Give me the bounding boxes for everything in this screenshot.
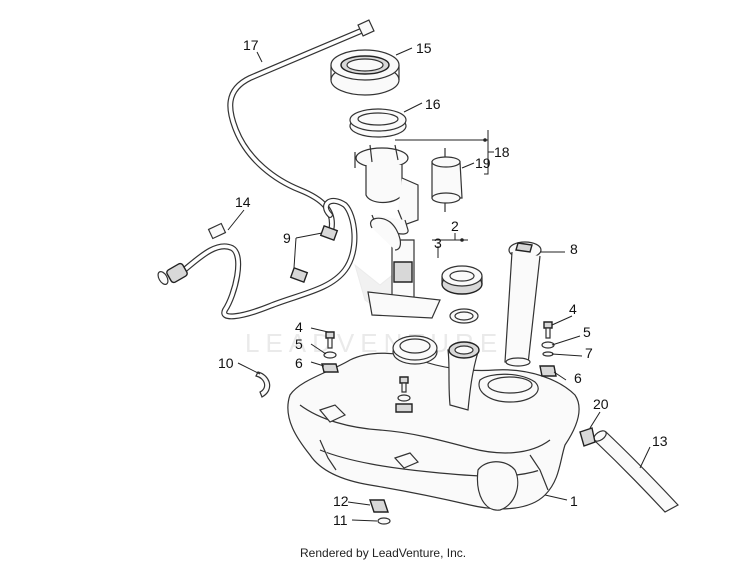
callout-12: 12: [333, 493, 349, 509]
tank-gasket-ring: [392, 335, 438, 365]
callout-11: 11: [333, 512, 348, 528]
pump-seal: [349, 108, 407, 138]
hose-clamp: [579, 427, 596, 447]
callout-1: 1: [570, 493, 578, 509]
callout-2: 2: [451, 218, 459, 234]
callout-6-left: 6: [295, 355, 303, 371]
rubber-mount: [369, 499, 391, 525]
callout-14: 17: [243, 37, 259, 53]
callout-18: 19: [475, 155, 491, 171]
callout-19: 13: [652, 433, 668, 449]
filler-neck: [447, 341, 480, 411]
callout-7: 7: [585, 345, 593, 361]
callout-4-left: 4: [295, 319, 303, 335]
callout-13: 14: [235, 194, 251, 210]
outlet-hose: [593, 430, 679, 513]
callout-16: 16: [425, 96, 441, 112]
lock-ring: [330, 49, 400, 96]
callout-4-right: 4: [569, 301, 577, 317]
breather-hose: [227, 19, 375, 238]
hose-clips: [289, 225, 339, 283]
bracket-dots: [460, 138, 487, 242]
callout-10: 10: [218, 355, 234, 371]
fuel-pump: [354, 144, 441, 319]
callout-6-right: 6: [574, 370, 582, 386]
fuel-cap: [441, 265, 483, 295]
fuel-filter: [431, 148, 463, 212]
fuel-level-sender: [504, 241, 542, 367]
callout-17: 18: [494, 144, 510, 160]
callout-20: 20: [593, 396, 609, 412]
bolt-center: [395, 376, 413, 413]
clamp-band: [255, 371, 271, 398]
callout-5-left: 5: [295, 336, 303, 352]
callout-labels: 17 15 16 18 19 14 9 2 3 8 4 5 7 6 4 5 6 …: [218, 37, 668, 528]
footer-credit: Rendered by LeadVenture, Inc.: [300, 546, 466, 560]
fuel-tank: [287, 352, 580, 511]
callout-9: 9: [283, 230, 291, 246]
callout-8: 8: [570, 241, 578, 257]
callout-15: 15: [416, 40, 432, 56]
bolt-right: [539, 321, 557, 377]
callout-3: 3: [434, 235, 442, 251]
leader-lines: [227, 47, 651, 522]
fuel-hose: [157, 197, 358, 320]
bolt-left: [321, 331, 339, 373]
callout-5-right: 5: [583, 324, 591, 340]
cap-gasket: [449, 308, 479, 324]
